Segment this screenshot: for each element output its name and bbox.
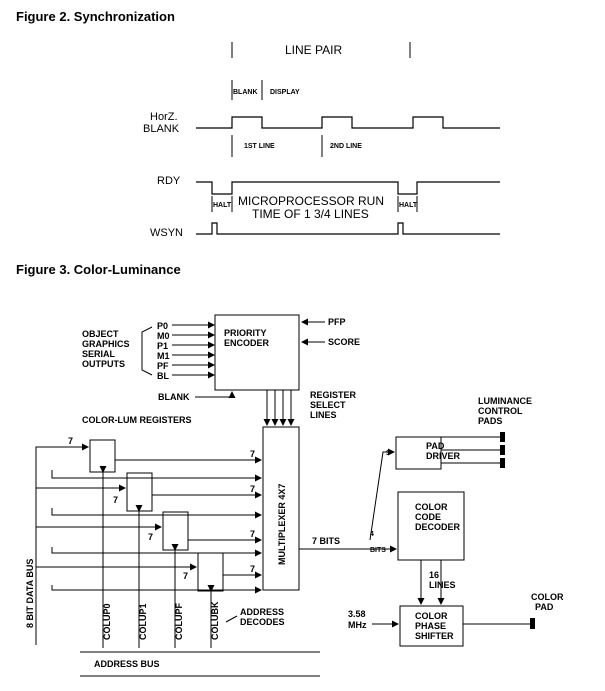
register-colup0 [89,439,116,473]
input-p0: P0 [157,321,168,331]
mux-to-pad-driver [369,448,395,541]
pad-driver-line-1: PAD [426,441,445,451]
rdy-waveform [196,181,500,195]
color-pad-line-2: PAD [535,602,554,612]
wsyn-waveform [196,222,500,235]
register-colupf [162,511,189,551]
bus-width-out2: 7 [250,529,255,539]
figure3-title: Figure 3. Color-Luminance [16,262,181,277]
data-bus-to-reg0 [35,443,89,645]
color-code-decoder-box [397,491,465,561]
halt-label-1: HALT [213,202,232,209]
second-line-label: 2ND LINE [330,143,362,150]
first-line-label: 1ST LINE [244,143,275,150]
lum-pad-1 [500,432,505,442]
address-bus-label: ADDRESS BUS [94,659,160,669]
color-phase-shifter-line-3: SHIFTER [415,631,454,641]
color-code-decoder-line-2: CODE [415,512,441,522]
four-bits-label: BITS [370,547,386,554]
color-phase-shifter-box [399,605,464,647]
bus-width-reg0: 7 [68,436,73,446]
blank-input-label: BLANK [158,392,190,402]
color-code-decoder-line-1: COLOR [415,502,448,512]
rdy-label: RDY [157,175,181,187]
colup0-label: COLUP0 [102,603,112,640]
object-graphics-line-4: OUTPUTS [82,359,125,369]
bus-width-reg2: 7 [148,532,153,542]
register-select-line-1: REGISTER [310,390,357,400]
clock-line-2: MHz [348,620,367,630]
three-label: 3 [386,450,390,457]
bus-width-out3: 7 [250,564,255,574]
input-m0: M0 [157,331,170,341]
address-decodes-pointer [225,615,238,623]
address-decodes-line-2: DECODES [240,617,285,627]
bus-bottom-feedback [51,585,262,594]
register-colup1 [126,472,153,512]
horz-label-2: BLANK [143,123,180,135]
color-pad [530,618,535,629]
bus-width-out0: 7 [250,449,255,459]
priority-encoder-box [214,314,300,391]
color-pad-line-1: COLOR [531,592,564,602]
register-colubk [197,552,224,592]
pad-driver-line-2: DRIVER [426,451,461,461]
reg2-feedback [51,508,262,519]
colup1-label: COLUP1 [138,603,148,640]
horz-blank-waveform [196,116,500,129]
lum-pad-3 [500,458,505,468]
micro-run-label-2: TIME OF 1 3/4 LINES [252,207,369,221]
register-select-line-3: LINES [310,410,337,420]
priority-encoder-line-2: ENCODER [224,338,270,348]
bus-width-reg1: 7 [113,495,118,505]
color-code-decoder-line-3: DECODER [415,522,461,532]
pfp-label: PFP [328,317,346,327]
blank-input-line [195,391,236,398]
seven-bits-label: 7 BITS [312,536,340,546]
bus-width-out1: 7 [250,484,255,494]
halt-label-2: HALT [399,202,418,209]
input-m1: M1 [157,351,170,361]
colubk-label: COLUBK [210,601,220,640]
priority-encoder-line-1: PRIORITY [224,328,267,338]
lum-pad-2 [500,445,505,455]
colupf-label: COLUPF [174,603,184,641]
bus-width-reg3: 7 [183,571,188,581]
color-phase-shifter-line-1: COLOR [415,611,448,621]
luminance-pads-line-1: LUMINANCE [478,396,532,406]
inputs-brace [141,326,153,376]
color-phase-shifter-line-2: PHASE [415,621,446,631]
reg1-feedback [51,470,262,482]
micro-run-label-1: MICROPROCESSOR RUN [238,194,384,208]
four-label: 4 [370,531,374,538]
blank-label: BLANK [233,89,258,96]
clock-line-1: 3.58 [348,609,366,619]
input-p1: P1 [157,341,168,351]
multiplexer-box [262,426,300,591]
display-label: DISPLAY [270,89,300,96]
luminance-pads-line-3: PADS [478,416,502,426]
input-bl: BL [157,371,169,381]
input-pf: PF [157,361,169,371]
score-label: SCORE [328,337,360,347]
figure2-title: Figure 2. Synchronization [16,9,175,24]
object-graphics-line-1: OBJECT [82,329,119,339]
register-select-line-2: SELECT [310,400,346,410]
horz-label-1: HorZ. [150,111,178,123]
data-bus-label: 8 BIT DATA BUS [25,559,35,628]
sixteen-lines-line-1: 16 [429,570,439,580]
wsyn-label: WSYN [150,227,183,239]
line-pair-label: LINE PAIR [285,43,342,57]
multiplexer-label: MULTIPLEXER 4X7 [277,484,287,565]
object-graphics-line-3: SERIAL [82,349,116,359]
sixteen-lines-line-2: LINES [429,580,456,590]
reg3-feedback [51,547,262,557]
address-decodes-line-1: ADDRESS [240,607,284,617]
luminance-pads-line-2: CONTROL [478,406,523,416]
object-graphics-line-2: GRAPHICS [82,339,130,349]
pad-driver-box [395,436,442,470]
color-lum-registers-label: COLOR-LUM REGISTERS [82,415,192,425]
